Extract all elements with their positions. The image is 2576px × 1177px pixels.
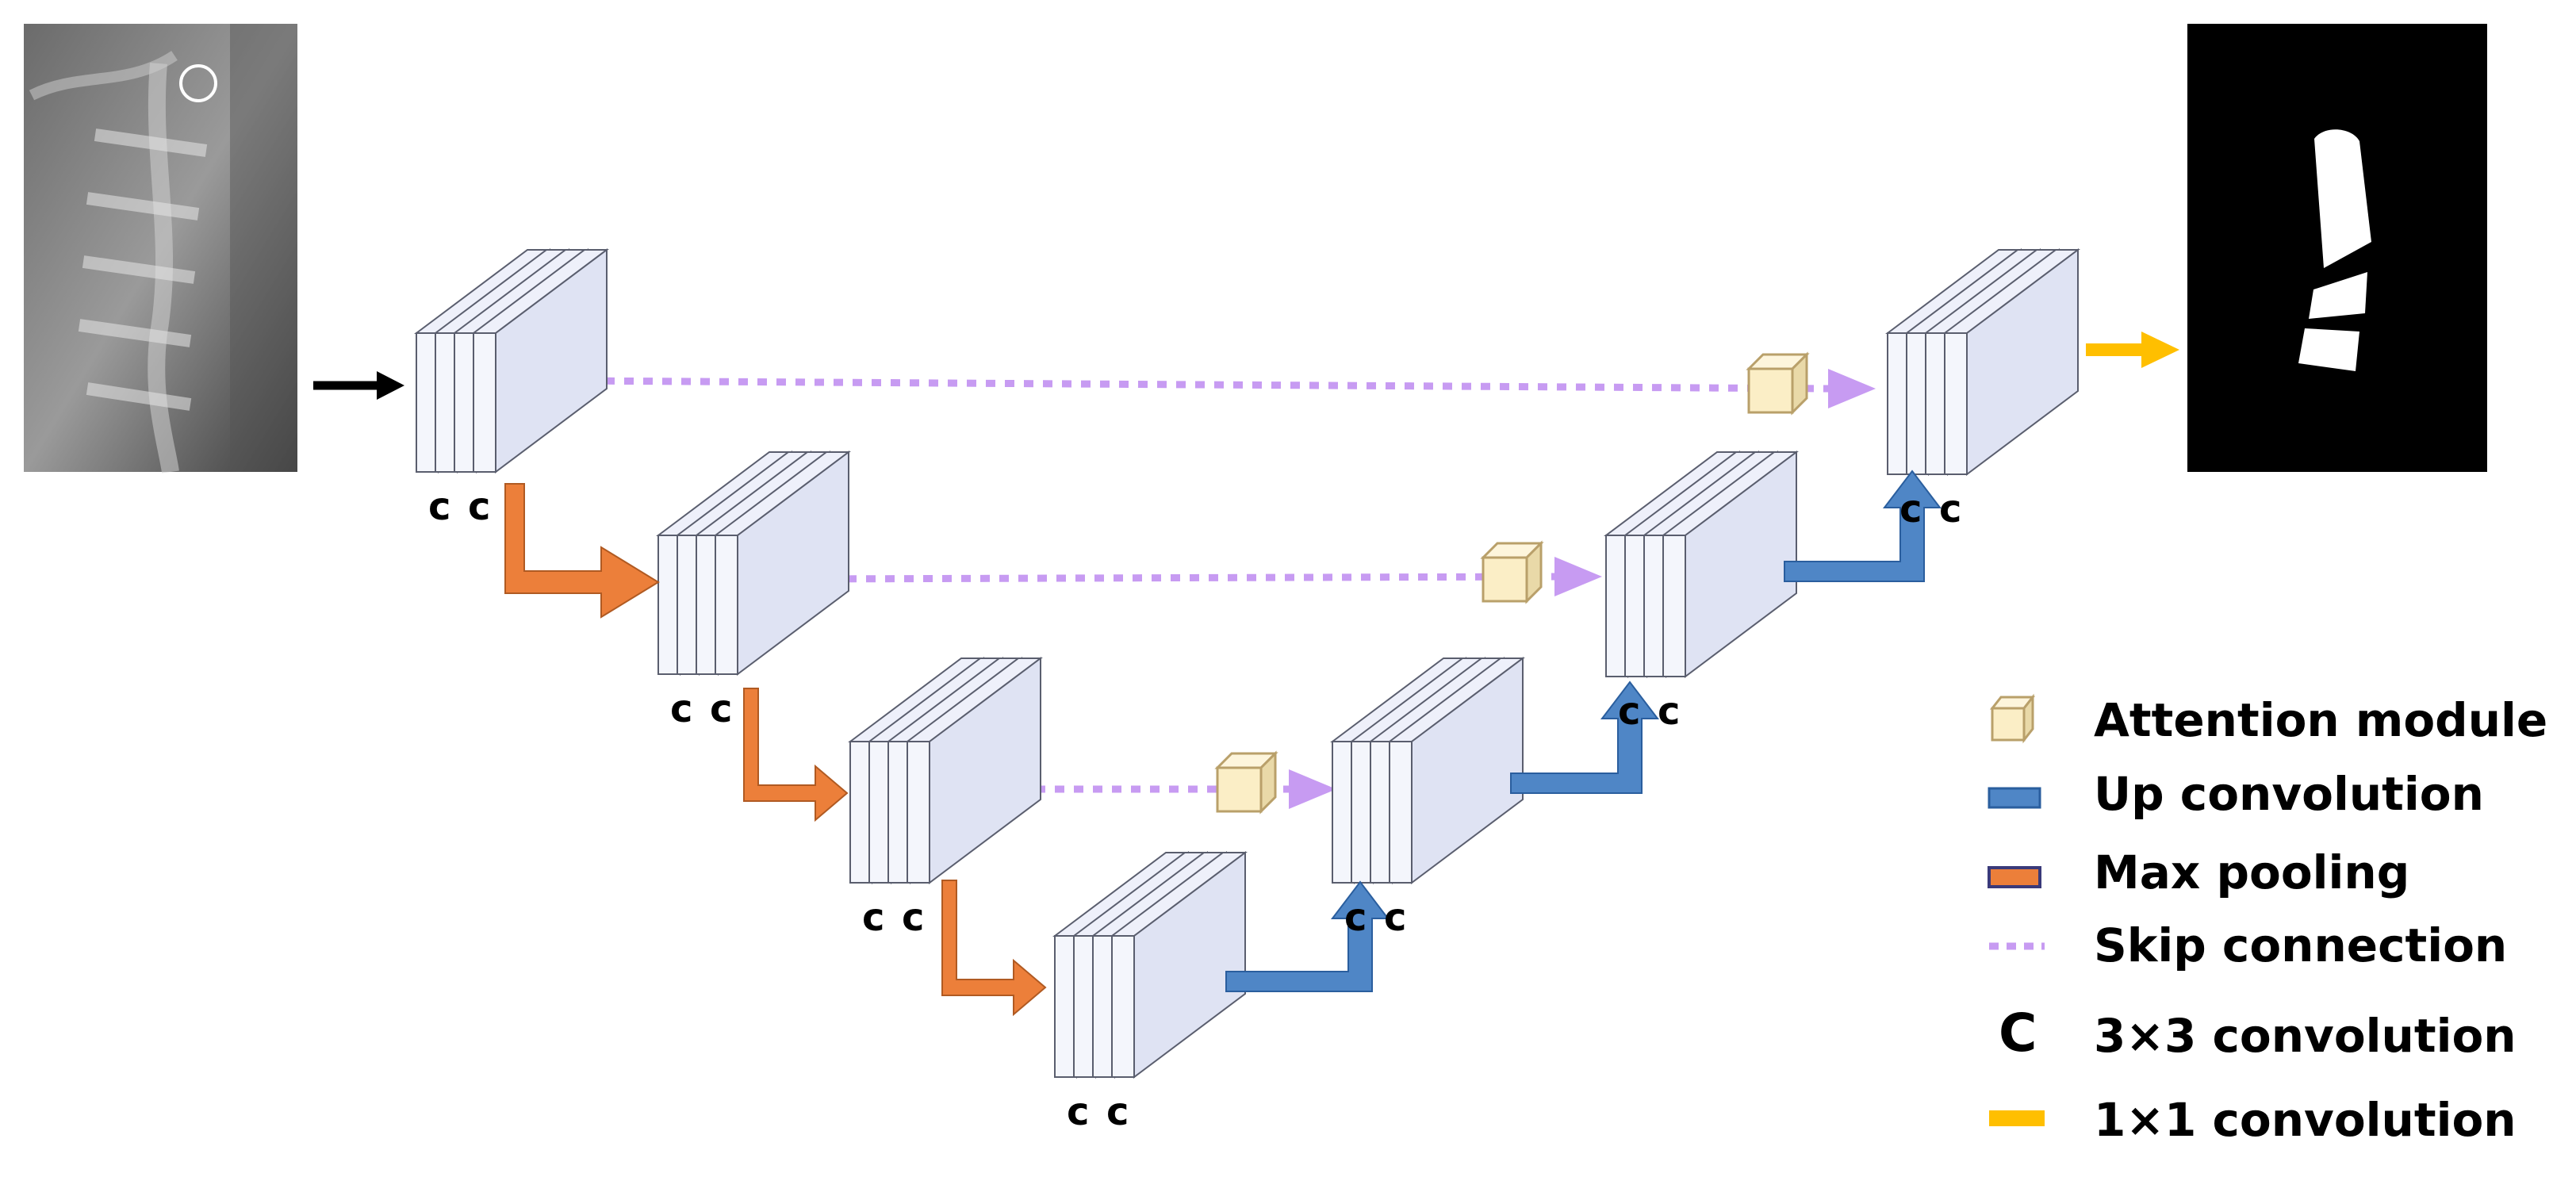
conv-3x3-label: c xyxy=(862,895,884,940)
max-pool-arrow-3 xyxy=(941,880,1047,1017)
conv-3x3-label: c xyxy=(1939,487,1961,531)
encoder-block-1 xyxy=(414,248,609,473)
legend-conv3-label: 3×3 convolution xyxy=(2094,1009,2517,1063)
skip-connection-1 xyxy=(566,369,1876,408)
feature-map-blocks xyxy=(414,248,2080,1079)
bottleneck-block xyxy=(1052,851,1248,1079)
feature-map-slab xyxy=(471,248,609,473)
legend-max-pool-label: Max pooling xyxy=(2094,845,2409,899)
legend-conv3-symbol: C xyxy=(1999,1003,2037,1064)
legend-up-conv-swatch xyxy=(1988,787,2041,809)
skip-connection-2 xyxy=(808,557,1602,596)
feature-map-slab xyxy=(1661,450,1799,678)
conv-3x3-label: c xyxy=(1658,689,1680,734)
up-conv-arrow-1 xyxy=(1225,880,1390,992)
encoder-block-2 xyxy=(656,450,851,676)
feature-map-slab xyxy=(905,657,1043,884)
decoder-block-2 xyxy=(1604,450,1799,678)
conv-3x3-label: c xyxy=(1067,1090,1089,1134)
attention-modules xyxy=(1214,351,1810,815)
max-pooling-arrows xyxy=(504,483,1047,1017)
legend-up-conv-label: Up convolution xyxy=(2094,767,2484,821)
up-convolution-arrows xyxy=(1225,470,1942,992)
up-conv-arrow-3 xyxy=(1784,470,1942,582)
one-by-one-conv-arrow xyxy=(2086,332,2179,368)
conv-3x3-label: c xyxy=(468,485,490,529)
decoder-block-1 xyxy=(1885,248,2080,476)
feature-map-slab xyxy=(713,450,851,676)
legend-attention-icon xyxy=(1989,693,2036,744)
decoder-block-3 xyxy=(1330,657,1525,884)
up-conv-arrow-2 xyxy=(1510,681,1660,794)
feature-map-slab xyxy=(1942,248,2080,476)
conv-3x3-label: c xyxy=(1899,487,1922,531)
legend: Attention module Up convolution Max pool… xyxy=(1988,693,2547,1147)
legend-skip-label: Skip connection xyxy=(2094,918,2507,972)
input-xray-image xyxy=(24,24,297,473)
skip-connection-3 xyxy=(1017,769,1336,809)
skip-connections xyxy=(566,369,1876,809)
conv-3x3-label: c xyxy=(710,687,732,731)
conv-3x3-label: c xyxy=(670,687,692,731)
conv-3x3-label: c xyxy=(428,485,450,529)
attention-module-1 xyxy=(1746,351,1810,416)
attention-module-3 xyxy=(1214,750,1278,815)
legend-max-pool-swatch xyxy=(1988,866,2041,888)
legend-conv1-label: 1×1 convolution xyxy=(2094,1093,2517,1147)
legend-attention-label: Attention module xyxy=(2094,693,2547,747)
output-mask-image xyxy=(2187,24,2487,472)
conv-3x3-label: c xyxy=(1344,895,1367,940)
encoder-block-3 xyxy=(848,657,1043,884)
conv-3x3-label: c xyxy=(1384,895,1406,940)
conv-3x3-label: c xyxy=(1618,689,1640,734)
feature-map-slab xyxy=(1387,657,1525,884)
attention-module-2 xyxy=(1480,540,1544,604)
conv-3x3-label: c xyxy=(902,895,924,940)
conv-3x3-label: c xyxy=(1106,1090,1129,1134)
feature-map-slab xyxy=(1110,851,1248,1079)
max-pool-arrow-2 xyxy=(743,688,849,822)
max-pool-arrow-1 xyxy=(504,483,660,619)
legend-conv1-swatch xyxy=(1989,1110,2045,1126)
input-arrow xyxy=(313,371,404,400)
